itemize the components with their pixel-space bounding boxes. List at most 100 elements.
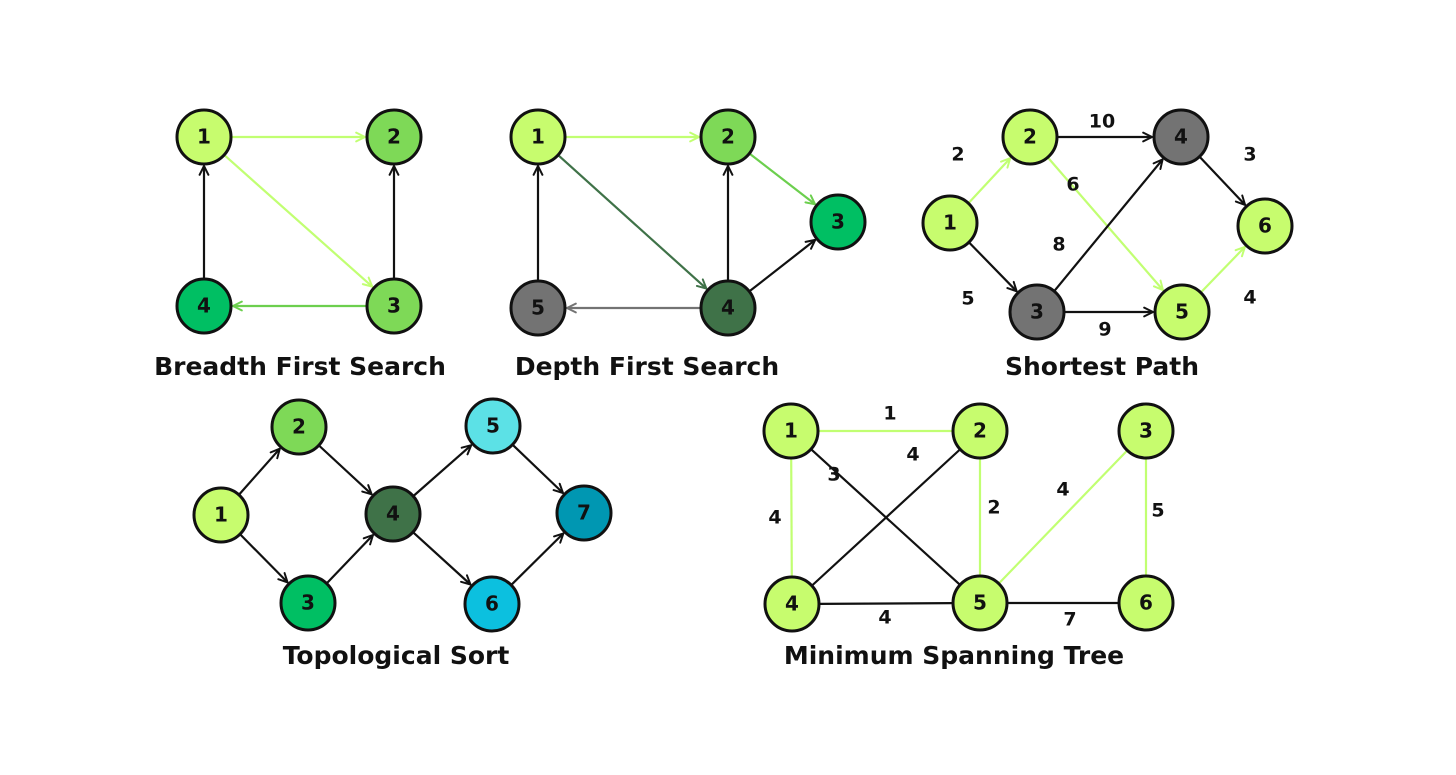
minimum-spanning-tree-node-2-circle bbox=[951, 402, 1009, 460]
topological-sort-node-4-circle bbox=[364, 485, 422, 543]
minimum-spanning-tree-title: Minimum Spanning Tree bbox=[784, 641, 1124, 670]
topological-sort-node-7: 7 bbox=[555, 484, 613, 542]
breadth-first-search-node-1: 1 bbox=[175, 108, 233, 166]
shortest-path-node-4-circle bbox=[1152, 108, 1210, 166]
shortest-path-node-3-circle bbox=[1008, 283, 1066, 341]
topological-sort-node-3-label: 3 bbox=[301, 591, 315, 615]
minimum-spanning-tree-weight-5-3: 4 bbox=[1056, 479, 1069, 501]
depth-first-search-node-1-circle bbox=[509, 108, 567, 166]
shortest-path-node-6-label: 6 bbox=[1258, 214, 1272, 238]
topological-sort-node-3: 3 bbox=[279, 574, 337, 632]
depth-first-search-node-3-circle bbox=[809, 193, 867, 251]
topological-sort-node-4-label: 4 bbox=[386, 502, 400, 526]
shortest-path-node-5: 5 bbox=[1153, 283, 1211, 341]
minimum-spanning-tree-node-4-circle bbox=[763, 575, 821, 633]
breadth-first-search-node-4-label: 4 bbox=[197, 294, 211, 318]
shortest-path-node-6-circle bbox=[1236, 197, 1294, 255]
depth-first-search-edge-2-3 bbox=[749, 153, 817, 206]
shortest-path-edge-3-4 bbox=[1053, 158, 1164, 292]
depth-first-search-node-4-circle bbox=[699, 279, 757, 337]
depth-first-search-edge-1-4 bbox=[558, 154, 708, 290]
topological-sort-node-2: 2 bbox=[270, 398, 328, 456]
minimum-spanning-tree-node-5-label: 5 bbox=[973, 591, 987, 615]
minimum-spanning-tree-node-3: 3 bbox=[1117, 402, 1175, 460]
topological-sort-edge-1-2 bbox=[238, 447, 281, 495]
shortest-path-node-2: 2 bbox=[1001, 108, 1059, 166]
breadth-first-search-node-3: 3 bbox=[365, 277, 423, 335]
shortest-path-weight-1-3: 5 bbox=[961, 288, 974, 310]
topological-sort-node-6-label: 6 bbox=[485, 592, 499, 616]
shortest-path-weight-2-4: 10 bbox=[1089, 111, 1115, 133]
minimum-spanning-tree-weight-1-2: 1 bbox=[883, 403, 896, 425]
shortest-path-node-2-circle bbox=[1001, 108, 1059, 166]
depth-first-search-edge-4-3 bbox=[749, 238, 817, 292]
topological-sort-edge-3-4 bbox=[326, 534, 374, 584]
shortest-path-node-5-circle bbox=[1153, 283, 1211, 341]
minimum-spanning-tree-edge-1-4 bbox=[790, 458, 793, 577]
minimum-spanning-tree-weight-5-6: 7 bbox=[1063, 609, 1076, 631]
breadth-first-search-node-3-circle bbox=[365, 277, 423, 335]
topological-sort-node-7-label: 7 bbox=[577, 501, 591, 525]
topological-sort-node-3-circle bbox=[279, 574, 337, 632]
shortest-path-node-3-label: 3 bbox=[1030, 300, 1044, 324]
shortest-path-node-6: 6 bbox=[1236, 197, 1294, 255]
minimum-spanning-tree-weight-1-5: 3 bbox=[827, 464, 840, 486]
titles-layer: Breadth First Search Depth First Search Sh… bbox=[154, 352, 1199, 670]
minimum-spanning-tree-node-5: 5 bbox=[951, 574, 1009, 632]
shortest-path-edge-1-3 bbox=[968, 242, 1018, 293]
topological-sort-edge-2-4 bbox=[318, 445, 373, 496]
breadth-first-search-node-1-label: 1 bbox=[197, 125, 211, 149]
topological-sort-edge-6-7 bbox=[511, 532, 565, 586]
topological-sort-edge-4-5 bbox=[413, 444, 473, 497]
topological-sort-edge-1-3 bbox=[239, 534, 289, 584]
breadth-first-search-node-2-circle bbox=[365, 108, 423, 166]
topological-sort-node-5-label: 5 bbox=[486, 414, 500, 438]
shortest-path-edge-2-5 bbox=[1047, 157, 1164, 292]
depth-first-search-node-3: 3 bbox=[809, 193, 867, 251]
depth-first-search-node-2: 2 bbox=[699, 108, 757, 166]
shortest-path-node-1-label: 1 bbox=[943, 211, 957, 235]
topological-sort-node-2-circle bbox=[270, 398, 328, 456]
topological-sort-node-6-circle bbox=[463, 575, 521, 633]
depth-first-search-title: Depth First Search bbox=[515, 352, 779, 381]
minimum-spanning-tree-node-1: 1 bbox=[762, 402, 820, 460]
shortest-path-title: Shortest Path bbox=[1005, 352, 1199, 381]
shortest-path-weight-1-2: 2 bbox=[951, 144, 964, 166]
depth-first-search-node-1-label: 1 bbox=[531, 125, 545, 149]
minimum-spanning-tree-node-1-label: 1 bbox=[784, 419, 798, 443]
minimum-spanning-tree-weight-3-6: 5 bbox=[1151, 500, 1164, 522]
minimum-spanning-tree-node-3-label: 3 bbox=[1139, 419, 1153, 443]
minimum-spanning-tree-edge-4-5 bbox=[819, 601, 953, 606]
topological-sort-node-1: 1 bbox=[192, 486, 250, 544]
minimum-spanning-tree-weight-1-4: 4 bbox=[768, 507, 781, 529]
topological-sort-edge-5-7 bbox=[512, 444, 564, 494]
breadth-first-search-node-1-circle bbox=[175, 108, 233, 166]
shortest-path-edge-4-6 bbox=[1199, 156, 1247, 206]
minimum-spanning-tree-node-4-label: 4 bbox=[785, 592, 799, 616]
minimum-spanning-tree-weight-4-5: 4 bbox=[878, 607, 891, 629]
topological-sort-node-5: 5 bbox=[464, 397, 522, 455]
minimum-spanning-tree-node-4: 4 bbox=[763, 575, 821, 633]
shortest-path-node-1-circle bbox=[921, 194, 979, 252]
minimum-spanning-tree-node-6: 6 bbox=[1117, 574, 1175, 632]
shortest-path-edge-5-6 bbox=[1200, 245, 1246, 293]
minimum-spanning-tree-node-5-circle bbox=[951, 574, 1009, 632]
shortest-path-weight-2-5: 6 bbox=[1066, 174, 1079, 196]
shortest-path-node-3: 3 bbox=[1008, 283, 1066, 341]
minimum-spanning-tree-node-1-circle bbox=[762, 402, 820, 460]
breadth-first-search-title: Breadth First Search bbox=[154, 352, 446, 381]
depth-first-search-node-4: 4 bbox=[699, 279, 757, 337]
breadth-first-search-edge-1-3 bbox=[224, 154, 374, 288]
breadth-first-search-node-2-label: 2 bbox=[387, 125, 401, 149]
topological-sort-node-2-label: 2 bbox=[292, 415, 306, 439]
minimum-spanning-tree-edge-2-4 bbox=[811, 449, 961, 586]
depth-first-search-node-4-label: 4 bbox=[721, 296, 735, 320]
depth-first-search-node-5-label: 5 bbox=[531, 296, 545, 320]
minimum-spanning-tree-node-6-circle bbox=[1117, 574, 1175, 632]
shortest-path-node-2-label: 2 bbox=[1023, 125, 1037, 149]
minimum-spanning-tree-node-3-circle bbox=[1117, 402, 1175, 460]
shortest-path-weight-3-4: 8 bbox=[1052, 234, 1065, 256]
topological-sort-node-4: 4 bbox=[364, 485, 422, 543]
